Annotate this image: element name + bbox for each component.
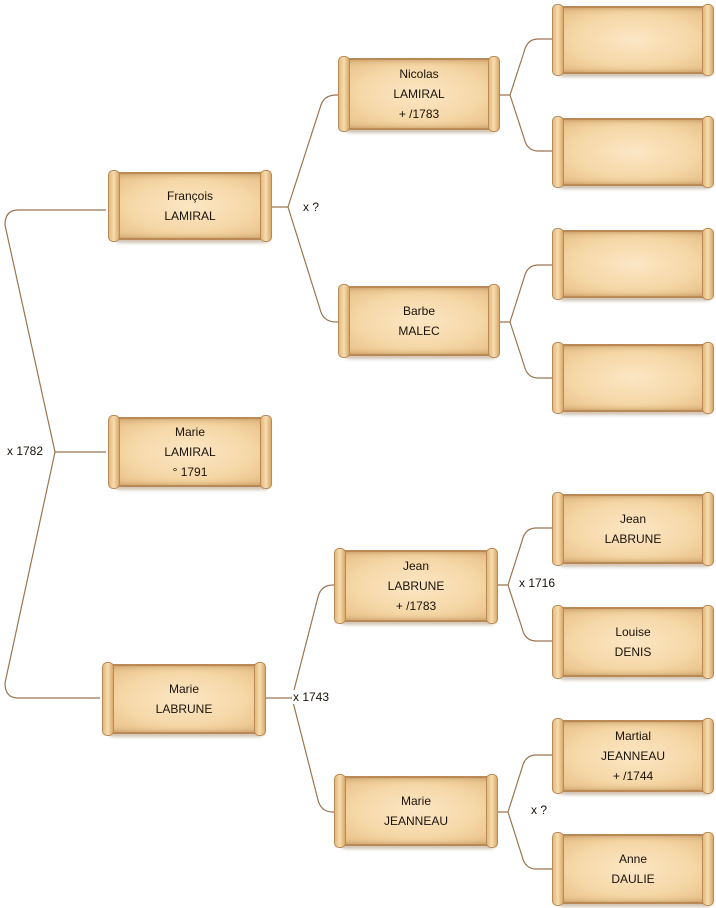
person-last-name: DENIS [614,645,652,659]
person-card-louise-denis[interactable]: Louise DENIS [552,605,714,679]
person-first-name: François [166,189,213,203]
person-card-anne-daulie[interactable]: Anne DAULIE [552,832,714,906]
connector-nicolas-to-parent1 [496,38,552,96]
person-card-empty-3[interactable] [552,228,714,300]
marriage-label-labrune-parents: x 1743 [292,690,331,704]
connector-root-to-francois [4,209,106,453]
connector-jean-to-jean-sr [494,527,552,586]
person-first-name: Marie [400,794,431,808]
marriage-label-jean-parents: x 1716 [518,576,557,590]
person-last-name: LABRUNE [604,532,662,546]
person-card-marie-lamiral[interactable]: Marie LAMIRAL ° 1791 [108,415,272,489]
person-first-name: Jean [402,559,430,573]
person-card-marie-jeanneau[interactable]: Marie JEANNEAU [334,774,498,848]
person-card-barbe-malec[interactable]: Barbe MALEC [338,284,500,358]
person-card-jean-labrune-sr[interactable]: Jean LABRUNE [552,492,714,566]
person-first-name: Louise [615,625,651,639]
person-card-martial-jeanneau[interactable]: Martial JEANNEAU + /1744 [552,718,714,794]
person-card-marie-labrune[interactable]: Marie LABRUNE [102,662,266,736]
connector-francois-to-nicolas [270,94,340,208]
person-first-name: Anne [618,852,648,866]
marriage-label-parents: x 1782 [6,444,45,458]
person-first-name: Nicolas [399,67,439,81]
person-card-empty-2[interactable] [552,116,714,188]
connector-labrune-to-jean [262,584,336,699]
marriage-label-jeanneau-parents: x ? [530,803,549,817]
person-last-name: DAULIE [611,872,655,886]
connector-jeanneau-to-anne [507,811,552,870]
person-card-jean-labrune[interactable]: Jean LABRUNE + /1783 [334,548,498,624]
connector-jean-to-louise [507,584,552,642]
person-last-name: MALEC [398,324,440,338]
person-birth-event: ° 1791 [172,465,208,479]
connector-francois-to-barbe [287,206,340,323]
person-first-name: Jean [619,512,647,526]
person-first-name: Marie [174,425,205,439]
person-card-empty-1[interactable] [552,4,714,76]
person-last-name: LAMIRAL [164,445,216,459]
person-first-name: Martial [614,729,651,743]
person-first-name: Marie [168,682,199,696]
person-death-event: + /1744 [612,769,654,783]
person-last-name: LAMIRAL [164,209,216,223]
marriage-label-francois-parents: x ? [302,200,321,214]
person-death-event: + /1783 [395,599,437,613]
connector-barbe-to-parent2 [509,321,552,379]
person-card-francois-lamiral[interactable]: François LAMIRAL [108,170,272,242]
person-last-name: LABRUNE [387,579,445,593]
person-card-empty-4[interactable] [552,342,714,414]
person-last-name: JEANNEAU [600,749,665,763]
person-card-nicolas-lamiral[interactable]: Nicolas LAMIRAL + /1783 [338,56,500,132]
person-last-name: LAMIRAL [393,87,445,101]
person-last-name: LABRUNE [155,702,213,716]
person-first-name: Barbe [402,304,436,318]
connector-labrune-to-jeanneau [291,697,336,813]
person-last-name: JEANNEAU [383,814,448,828]
connector-root-to-marie-labrune [4,451,100,699]
connector-jeanneau-to-martial [494,754,552,813]
person-death-event: + /1783 [398,107,440,121]
connector-barbe-to-parent1 [496,264,552,323]
connector-nicolas-to-parent2 [509,94,552,152]
